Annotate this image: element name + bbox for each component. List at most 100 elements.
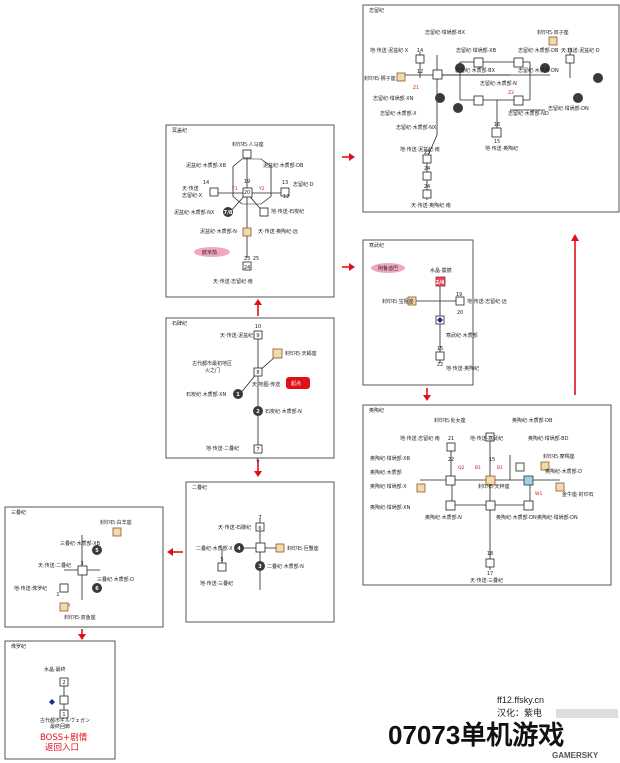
crystal-node[interactable] <box>435 276 446 287</box>
seal-stone-node[interactable] <box>275 543 285 553</box>
door-node[interactable] <box>573 93 583 103</box>
svg-text:志留纪·坩埚部·XN: 志留纪·坩埚部·XN <box>373 95 414 102</box>
warp-node[interactable] <box>446 442 456 452</box>
warp-node[interactable] <box>280 187 290 197</box>
svg-text:18: 18 <box>487 551 493 557</box>
svg-text:志留纪·木质部·NX: 志留纪·木质部·NX <box>396 124 437 131</box>
room-node[interactable] <box>59 709 69 719</box>
warp-node[interactable] <box>255 522 265 532</box>
warp-node[interactable] <box>455 296 465 306</box>
warp-node[interactable] <box>415 54 425 64</box>
warp-node[interactable] <box>485 432 495 442</box>
door-node[interactable] <box>453 103 463 113</box>
warp-node[interactable] <box>253 444 263 454</box>
room-node[interactable] <box>473 57 484 68</box>
svg-text:13: 13 <box>282 180 288 186</box>
warp-node[interactable] <box>259 207 269 217</box>
seal-stone-node[interactable] <box>555 482 565 492</box>
seal-stone-node[interactable] <box>485 475 496 486</box>
warp-node[interactable] <box>59 583 69 593</box>
door-node[interactable] <box>92 583 102 593</box>
seal-stone-node[interactable] <box>548 36 558 46</box>
warp-node[interactable] <box>217 562 227 572</box>
seal-stone-node[interactable] <box>540 461 550 471</box>
door-node[interactable] <box>234 543 244 553</box>
room-node[interactable] <box>513 57 524 68</box>
room-node[interactable] <box>445 500 456 511</box>
room-node[interactable] <box>255 542 266 553</box>
room-node[interactable] <box>77 565 88 576</box>
panel-title: 志留纪 <box>369 7 384 14</box>
room-node[interactable] <box>523 500 534 511</box>
room-node[interactable] <box>473 95 484 106</box>
room-node[interactable] <box>513 95 524 106</box>
seal-stone-node[interactable] <box>59 602 69 612</box>
warp-node[interactable] <box>253 330 263 340</box>
svg-text:Z1: Z1 <box>413 85 419 91</box>
warp-node[interactable] <box>485 558 495 568</box>
room-node[interactable] <box>491 127 502 138</box>
svg-text:6: 6 <box>95 586 99 592</box>
door-node[interactable] <box>253 406 263 416</box>
room-node[interactable] <box>242 187 253 198</box>
site-credit: ff12.ffsky.cn <box>497 695 544 705</box>
warp-node[interactable] <box>565 54 575 64</box>
door-node[interactable] <box>455 63 465 73</box>
warp-node[interactable] <box>422 171 432 181</box>
svg-text:4: 4 <box>237 546 241 552</box>
room-node[interactable] <box>445 475 456 486</box>
svg-text:石炭纪·木质部·N: 石炭纪·木质部·N <box>265 408 302 415</box>
svg-text:泥盆纪·木质部·NX: 泥盆纪·木质部·NX <box>174 209 215 216</box>
warp-node[interactable] <box>242 261 252 271</box>
seal-stone-node[interactable] <box>112 527 122 537</box>
seal-stone-node[interactable] <box>242 227 252 237</box>
room-node[interactable] <box>523 475 534 486</box>
seal-stone-node[interactable] <box>272 348 283 359</box>
door-node[interactable] <box>435 93 445 103</box>
svg-text:封印石·双子座: 封印石·双子座 <box>537 29 569 36</box>
svg-text:封印石·天秤座: 封印石·天秤座 <box>478 483 510 490</box>
panel-title: 寒武纪 <box>369 242 384 249</box>
svg-text:pc.07073.com: pc.07073.com <box>558 710 602 717</box>
svg-text:天·传送·三叠纪: 天·传送·三叠纪 <box>470 577 503 584</box>
svg-text:志留纪·D: 志留纪·D <box>293 181 314 188</box>
svg-text:志留纪·X: 志留纪·X <box>182 192 203 199</box>
svg-text:志留纪·木质部·DB: 志留纪·木质部·DB <box>518 47 559 54</box>
warp-node[interactable] <box>422 189 432 199</box>
door-node[interactable] <box>233 389 243 399</box>
room-node[interactable] <box>432 69 443 80</box>
seal-stone-node[interactable] <box>416 483 426 493</box>
door-node[interactable] <box>540 63 550 73</box>
door-node[interactable] <box>223 207 233 217</box>
door-node[interactable] <box>255 561 265 571</box>
seal-stone-node[interactable] <box>407 296 417 306</box>
svg-text:19: 19 <box>456 292 462 298</box>
svg-text:封印石·摩羯座: 封印石·摩羯座 <box>543 453 575 460</box>
room-node[interactable] <box>253 367 263 377</box>
svg-text:封印石·双鱼座: 封印石·双鱼座 <box>64 614 96 621</box>
room-node[interactable] <box>59 695 69 705</box>
door-node[interactable] <box>593 73 603 83</box>
svg-text:水晶·最终: 水晶·最终 <box>44 666 66 673</box>
room-node[interactable] <box>485 500 496 511</box>
svg-text:三叠纪·木质部·D: 三叠纪·木质部·D <box>97 576 134 583</box>
svg-text:二叠纪·木质部·N: 二叠纪·木质部·N <box>267 563 304 570</box>
svg-text:三叠纪·木质部·XB: 三叠纪·木质部·XB <box>60 540 101 547</box>
door-node[interactable] <box>92 545 102 555</box>
warp-node[interactable] <box>515 462 525 472</box>
svg-text:7: 7 <box>256 447 259 453</box>
crystal-node[interactable] <box>59 677 69 687</box>
seal-stone-node[interactable] <box>396 72 406 82</box>
svg-text:1: 1 <box>236 392 240 398</box>
seal-node[interactable] <box>242 149 252 159</box>
warp-node[interactable] <box>435 351 445 361</box>
svg-text:地·传送·奥陶纪: 地·传送·奥陶纪 <box>485 145 518 152</box>
entry-marker <box>49 699 55 705</box>
warp-node[interactable] <box>422 154 432 164</box>
watermark-en: GAMERSKY <box>552 751 599 760</box>
svg-text:B1: B1 <box>475 465 481 471</box>
warp-node[interactable] <box>209 187 219 197</box>
svg-text:12: 12 <box>417 69 423 75</box>
flow-arrows <box>78 153 579 640</box>
